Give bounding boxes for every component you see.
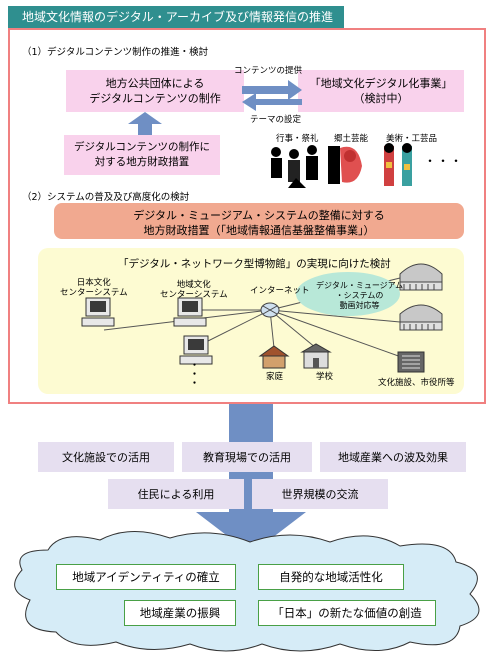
big-down-arrow (196, 404, 306, 554)
internet-label: インターネット (250, 286, 310, 296)
theme-arrow-shape (242, 93, 302, 111)
regional-center-computer-icon (173, 297, 207, 327)
more-nodes-dots: ・ ・ ・ (190, 361, 200, 389)
outer-frame (8, 28, 486, 404)
home-label: 家庭 (266, 372, 284, 382)
financial-support-box: デジタルコンテンツの制作に 対する地方財政措置 (64, 135, 220, 175)
local-content-box: 地方公共団体による デジタルコンテンツの制作 (66, 70, 244, 112)
school-icon (300, 343, 332, 369)
use-residents: 住民による利用 (108, 479, 244, 509)
regional-center-label: 地域文化 センターシステム (160, 280, 228, 300)
use-global-exchange: 世界規模の交流 (252, 479, 388, 509)
use-education: 教育現場での活用 (182, 442, 312, 472)
museum-cloud-icon (296, 272, 400, 316)
home-icon (258, 345, 290, 369)
school-label: 学校 (316, 372, 334, 382)
theme-label: テーマの設定 (250, 115, 302, 125)
section1-heading: （1）デジタルコンテンツ制作の推進・検討 (22, 47, 209, 58)
japan-center-label: 日本文化 センターシステム (60, 278, 128, 298)
cloud-shape (14, 530, 480, 652)
section2-heading: （2）システムの普及及び高度化の検討 (22, 192, 190, 203)
internet-hub-icon (260, 302, 280, 318)
contents-label: コンテンツの提供 (234, 66, 303, 76)
office-building-icon (397, 351, 425, 373)
museum-system-support-box: デジタル・ミュージアム・システムの整備に対する 地方財政措置（「地域情報通信基盤… (54, 203, 464, 239)
use-cultural-facilities: 文化施設での活用 (38, 442, 174, 472)
facilities-label: 文化施設、市役所等 (378, 378, 455, 388)
network-museum-title: 「デジタル・ネットワーク型博物館」の実現に向けた検討 (118, 258, 391, 270)
more-categories-ellipsis: ・・・ (424, 154, 464, 168)
outcome-revitalization: 自発的な地域活性化 (258, 564, 404, 590)
crafts-dolls-icon (384, 143, 412, 186)
contents-arrow (242, 80, 302, 100)
museum-cloud-label: デジタル・ミュージアム ・システムの 動画対応等 (316, 281, 404, 310)
digitization-project-box: 「地域文化デジタル化事業」 （検討中） (298, 70, 464, 112)
regional-center-computer-2-icon (179, 335, 213, 365)
page-title: 地域文化情報のデジタル・アーカイブ及び情報発信の推進 (8, 6, 344, 28)
museum-building-bottom-icon (399, 304, 443, 331)
outcome-japan-value: 「日本」の新たな価値の創造 (258, 600, 436, 626)
up-arrow (128, 112, 162, 136)
crafts-label: 美術・工芸品 (386, 134, 438, 144)
festival-figures-icon (271, 145, 318, 188)
category-illustrations (271, 143, 412, 188)
big-down-arrow-shape (196, 404, 306, 554)
japan-center-computer-icon (81, 297, 115, 327)
performing-arts-label: 郷土芸能 (334, 134, 369, 144)
exchange-arrows (242, 80, 302, 100)
museum-building-top-icon (399, 263, 443, 291)
outcome-identity: 地域アイデンティティの確立 (56, 564, 236, 590)
up-arrow-shape (128, 112, 162, 136)
outcome-industry-promotion: 地域産業の振興 (124, 600, 236, 626)
theme-arrow (242, 93, 302, 111)
use-industry: 地域産業への波及効果 (320, 442, 466, 472)
performing-arts-icon (328, 146, 362, 184)
festival-label: 行事・祭礼 (276, 134, 319, 144)
network-diagram (81, 263, 443, 373)
